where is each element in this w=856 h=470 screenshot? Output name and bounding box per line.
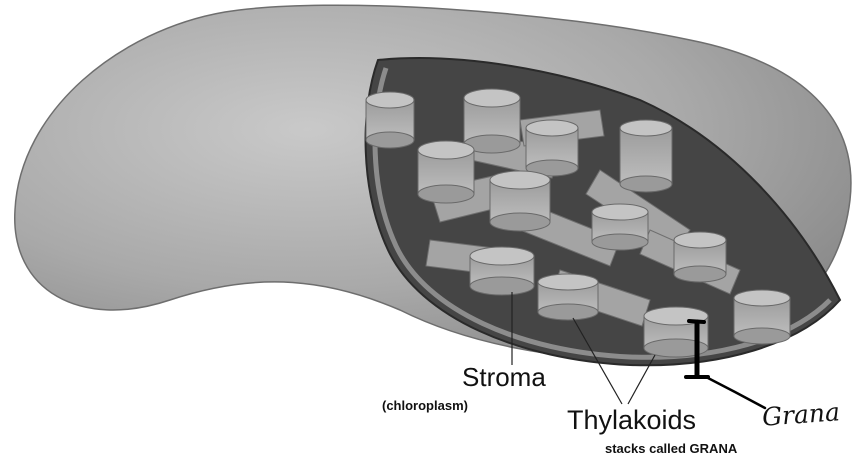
grana-stacks-label: stacks called GRANA (605, 441, 737, 456)
granum (366, 92, 414, 148)
granum (620, 120, 672, 192)
granum (674, 232, 726, 282)
granum (470, 247, 534, 295)
granum (538, 274, 598, 320)
stroma-label: Stroma (462, 362, 546, 393)
thylakoids-label: Thylakoids (567, 405, 696, 436)
chloroplasm-label: (chloroplasm) (382, 398, 468, 413)
granum (490, 171, 550, 231)
granum (526, 120, 578, 176)
granum (734, 290, 790, 344)
granum (592, 204, 648, 250)
granum (418, 141, 474, 203)
handwritten-grana-label: Grana (761, 397, 841, 431)
granum (464, 89, 520, 153)
